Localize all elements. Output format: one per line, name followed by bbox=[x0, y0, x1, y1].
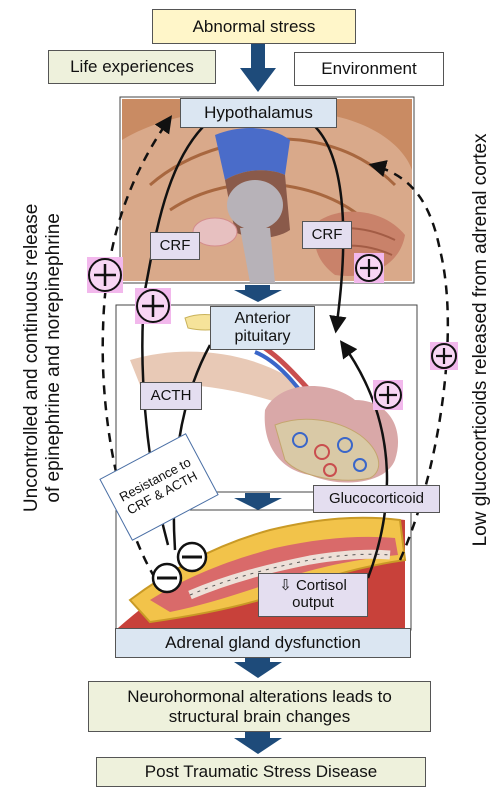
plus-icon bbox=[430, 342, 458, 370]
plus-icon bbox=[135, 288, 171, 324]
minus-icon bbox=[153, 564, 181, 592]
right-side-line: Low glucocorticoids released from adrena… bbox=[470, 90, 492, 590]
minus-icon bbox=[178, 543, 206, 571]
left-side-line2: of epinephrine and norepinephrine bbox=[43, 123, 65, 593]
plus-icon bbox=[354, 253, 384, 283]
plus-icon bbox=[87, 257, 123, 293]
plus-icon bbox=[373, 380, 403, 410]
left-side-line1: Uncontrolled and continuous release bbox=[21, 123, 43, 593]
